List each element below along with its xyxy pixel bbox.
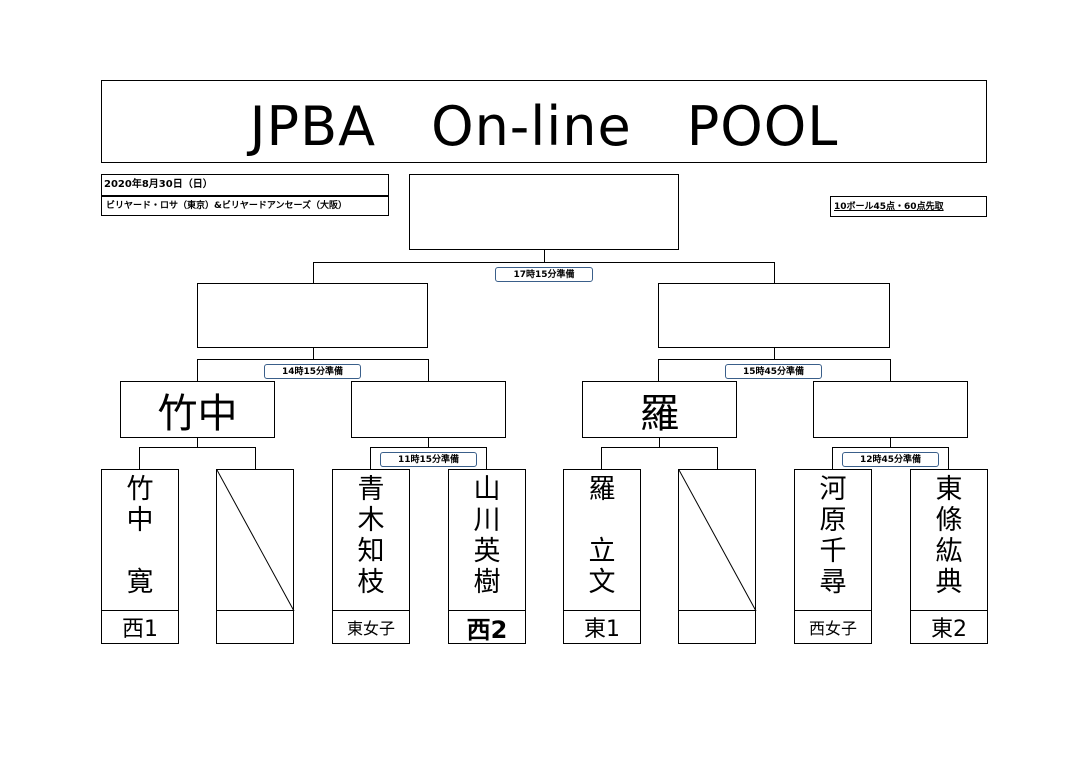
player-2-bye [216, 469, 295, 612]
semi-left-time-badge: 14時15分準備 [264, 364, 361, 379]
seed-label-5: 東1 [563, 610, 641, 644]
player-name-char: 中 [126, 505, 154, 536]
player-name-char: 知 [357, 536, 385, 567]
bracket-line [197, 359, 198, 381]
player-name-char: 條 [935, 505, 963, 536]
bracket-line [486, 447, 487, 469]
bracket-line [832, 447, 949, 448]
bye-slash-icon [217, 470, 295, 612]
bracket-line [601, 447, 602, 469]
player-name-char: 枝 [357, 567, 385, 598]
player-name-char: 川 [473, 505, 501, 536]
page-title: JPBA On-line POOL [249, 95, 839, 158]
player-name-char: 紘 [935, 536, 963, 567]
bracket-line [370, 447, 371, 469]
player-name-char: 原 [819, 505, 847, 536]
final-time-badge: 17時15分準備 [495, 267, 593, 282]
bracket-line [544, 250, 545, 262]
player-name-char: 尋 [819, 567, 847, 598]
bracket-line [717, 447, 718, 469]
player-name-char: 樹 [473, 567, 501, 598]
bracket-line [659, 438, 660, 447]
player-5: 羅 立 文 [563, 469, 641, 611]
player-1: 竹 中 寛 [101, 469, 179, 611]
bracket-line [197, 359, 429, 360]
player-name-char: 山 [473, 474, 501, 505]
player-name-char: 典 [935, 567, 963, 598]
bracket-line [139, 447, 140, 469]
bracket-line [658, 359, 659, 381]
qf-winner-2 [351, 381, 506, 438]
bracket-line [428, 438, 429, 447]
bye-slash-icon [679, 470, 757, 612]
bracket-line [774, 262, 775, 283]
player-name-char: 木 [357, 505, 385, 536]
title-box: JPBA On-line POOL [101, 80, 987, 163]
bracket-line [890, 438, 891, 447]
player-4: 山 川 英 樹 [448, 469, 526, 611]
seed-label-4: 西2 [448, 610, 526, 644]
qf-left-time-badge: 11時15分準備 [380, 452, 477, 467]
qf-winner-4 [813, 381, 968, 438]
player-name-char: 羅 [588, 474, 616, 505]
bracket-line [428, 359, 429, 381]
event-venue: ビリヤード・ロサ（東京）&ビリヤードアンセーズ（大阪） [101, 196, 389, 216]
player-name-char: 英 [473, 536, 501, 567]
player-name-char: 寛 [126, 567, 154, 598]
bracket-line [313, 348, 314, 359]
match-rule: 10ボール45点・60点先取 [830, 196, 987, 217]
player-name-char: 青 [357, 474, 385, 505]
event-date: 2020年8月30日（日） [101, 174, 389, 196]
bracket-line [658, 359, 891, 360]
seed-label-3: 東女子 [332, 610, 410, 644]
player-name-char: 千 [819, 536, 847, 567]
player-name-char: 立 [588, 536, 616, 567]
semi-right-time-badge: 15時45分準備 [725, 364, 822, 379]
bracket-line [313, 262, 314, 283]
player-8: 東 條 紘 典 [910, 469, 988, 611]
champion-box [409, 174, 679, 250]
player-name-char: 河 [819, 474, 847, 505]
qf-right-time-badge: 12時45分準備 [842, 452, 939, 467]
bracket-line [370, 447, 487, 448]
bracket-line [601, 447, 718, 448]
finalist-right-box [658, 283, 890, 348]
player-name-char: 竹 [126, 474, 154, 505]
finalist-left-box [197, 283, 428, 348]
player-name-char: 東 [935, 474, 963, 505]
bracket-line [139, 447, 256, 448]
player-6-bye [678, 469, 757, 612]
bracket-line [255, 447, 256, 469]
seed-label-8: 東2 [910, 610, 988, 644]
qf-winner-1: 竹中 [120, 381, 275, 438]
bracket-line [890, 359, 891, 381]
player-3: 青 木 知 枝 [332, 469, 410, 611]
bracket-line [774, 348, 775, 359]
bracket-line [313, 262, 775, 263]
bracket-line [948, 447, 949, 469]
bracket-line [832, 447, 833, 469]
seed-label-1: 西1 [101, 610, 179, 644]
player-7: 河 原 千 尋 [794, 469, 872, 611]
seed-label-2 [216, 610, 294, 644]
seed-label-6 [678, 610, 756, 644]
seed-label-7: 西女子 [794, 610, 872, 644]
qf-winner-3: 羅 [582, 381, 737, 438]
bracket-line [197, 438, 198, 447]
player-name-char: 文 [588, 567, 616, 598]
